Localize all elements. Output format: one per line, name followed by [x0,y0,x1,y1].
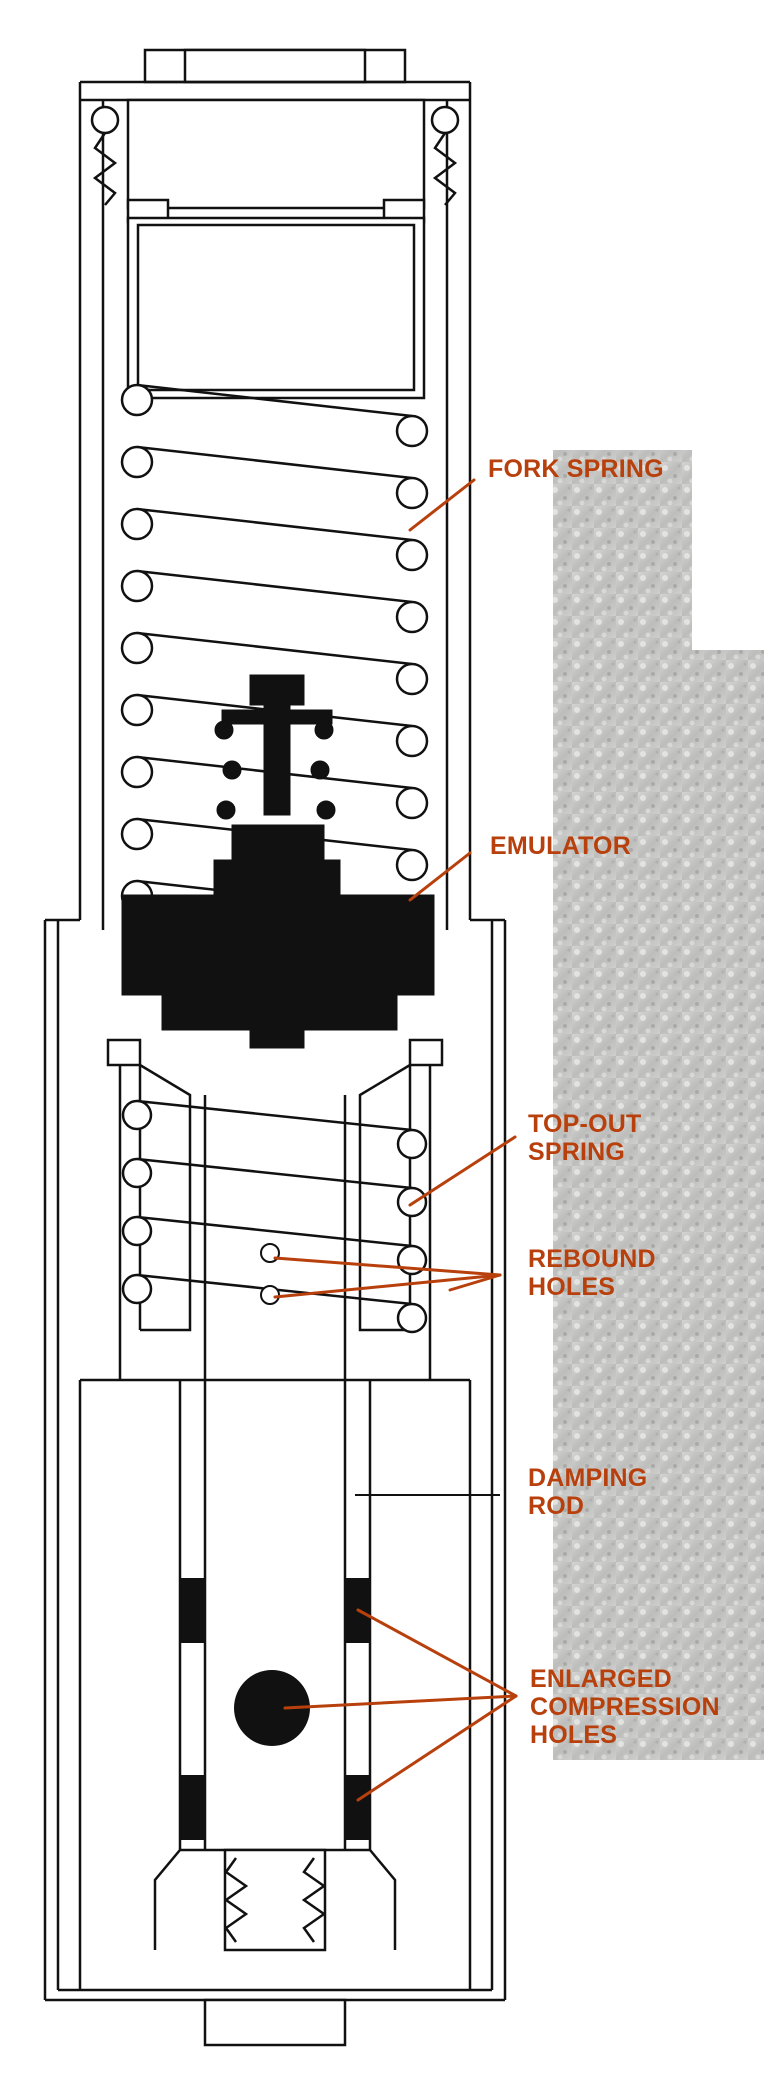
top-out-spring-coil-right [396,1128,428,1160]
foot-valve [153,1848,397,1952]
fork-spring-coil-right [395,600,429,634]
fork-spring-coil-right [395,414,429,448]
top-out-spring-coil-left [121,1099,153,1131]
fork-spring-coil-line [136,445,413,480]
fork-spring-coil-left [120,445,154,479]
label-rebound-holes: REBOUND HOLES [528,1245,656,1301]
background-texture-strip [553,450,764,1760]
foot-valve-springs [223,1857,327,1943]
label-damping-rod: DAMPING ROD [528,1464,648,1520]
fork-spring-coil-left [120,383,154,417]
top-cap-body [90,98,460,400]
fork-spring-coil-left [120,631,154,665]
top-out-spring-coil-left [121,1157,153,1189]
top-out-spring-coil-line [136,1215,413,1248]
rebound-holes [260,1243,280,1305]
fork-spring-coil-line [136,507,413,542]
top-out-spring-coil-line [136,1099,413,1132]
fork-spring-coil-left [120,569,154,603]
fork-spring-coil-line [136,569,413,604]
emulator-body [121,674,435,1049]
fork-spring-coil-right [395,724,429,758]
fork-spring-coil-left [120,755,154,789]
label-top-out-spring: TOP-OUT SPRING [528,1110,642,1166]
fork-spring-coil-right [395,538,429,572]
label-enlarged-compression-holes: ENLARGED COMPRESSION HOLES [530,1665,720,1749]
fork-spring-coil-line [136,383,413,418]
label-fork-spring: FORK SPRING [488,455,664,483]
top-out-spring-coil-right [396,1302,428,1334]
leader-lines [273,478,518,1802]
fork-spring-coil-right [395,848,429,882]
top-out-spring-coil-left [121,1273,153,1305]
fork-spring-coil-right [395,662,429,696]
fork-spring-coil-right [395,476,429,510]
fork-spring-coil-right [395,786,429,820]
top-out-spring-coils [121,1099,428,1334]
top-cap-springs [92,132,458,206]
compression-holes [180,1578,370,1840]
fork-spring-coil-left [120,817,154,851]
label-emulator: EMULATOR [490,832,631,860]
top-out-spring-coil-left [121,1215,153,1247]
fork-spring-coil-line [136,631,413,666]
fork-spring-coil-left [120,507,154,541]
top-out-spring-coil-line [136,1157,413,1190]
fork-spring-coil-left [120,693,154,727]
